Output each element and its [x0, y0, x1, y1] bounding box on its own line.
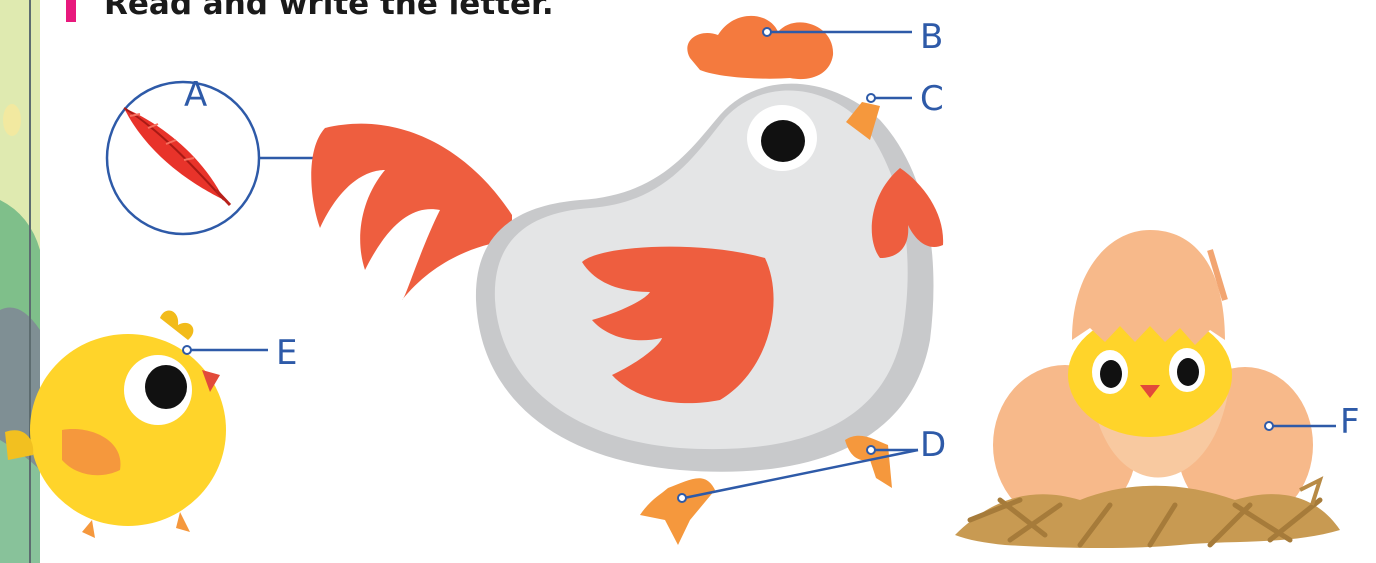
- feather-icon: [105, 80, 261, 236]
- chick-illustration: [5, 310, 226, 538]
- label-c: C: [920, 79, 944, 119]
- label-a: A: [184, 75, 208, 115]
- instruction-accent-bar: [66, 0, 76, 22]
- label-e: E: [276, 333, 298, 373]
- rooster-illustration: [311, 15, 944, 545]
- nest-illustration: [955, 476, 1340, 549]
- pointer-dot-b: [762, 27, 772, 37]
- instruction-text: Read and write the letter.: [104, 0, 554, 22]
- pointer-dot-c: [866, 93, 876, 103]
- pointer-line-d2: [683, 448, 919, 500]
- pointer-dot-e: [182, 345, 192, 355]
- pointer-dot-d2: [677, 493, 687, 503]
- label-f: F: [1340, 402, 1360, 442]
- label-b: B: [920, 17, 944, 57]
- hatching-chick-illustration: [993, 230, 1313, 525]
- pointer-dot-f: [1264, 421, 1274, 431]
- pointer-dot-d1: [866, 445, 876, 455]
- label-d: D: [920, 425, 947, 465]
- left-margin-decoration: [0, 0, 40, 563]
